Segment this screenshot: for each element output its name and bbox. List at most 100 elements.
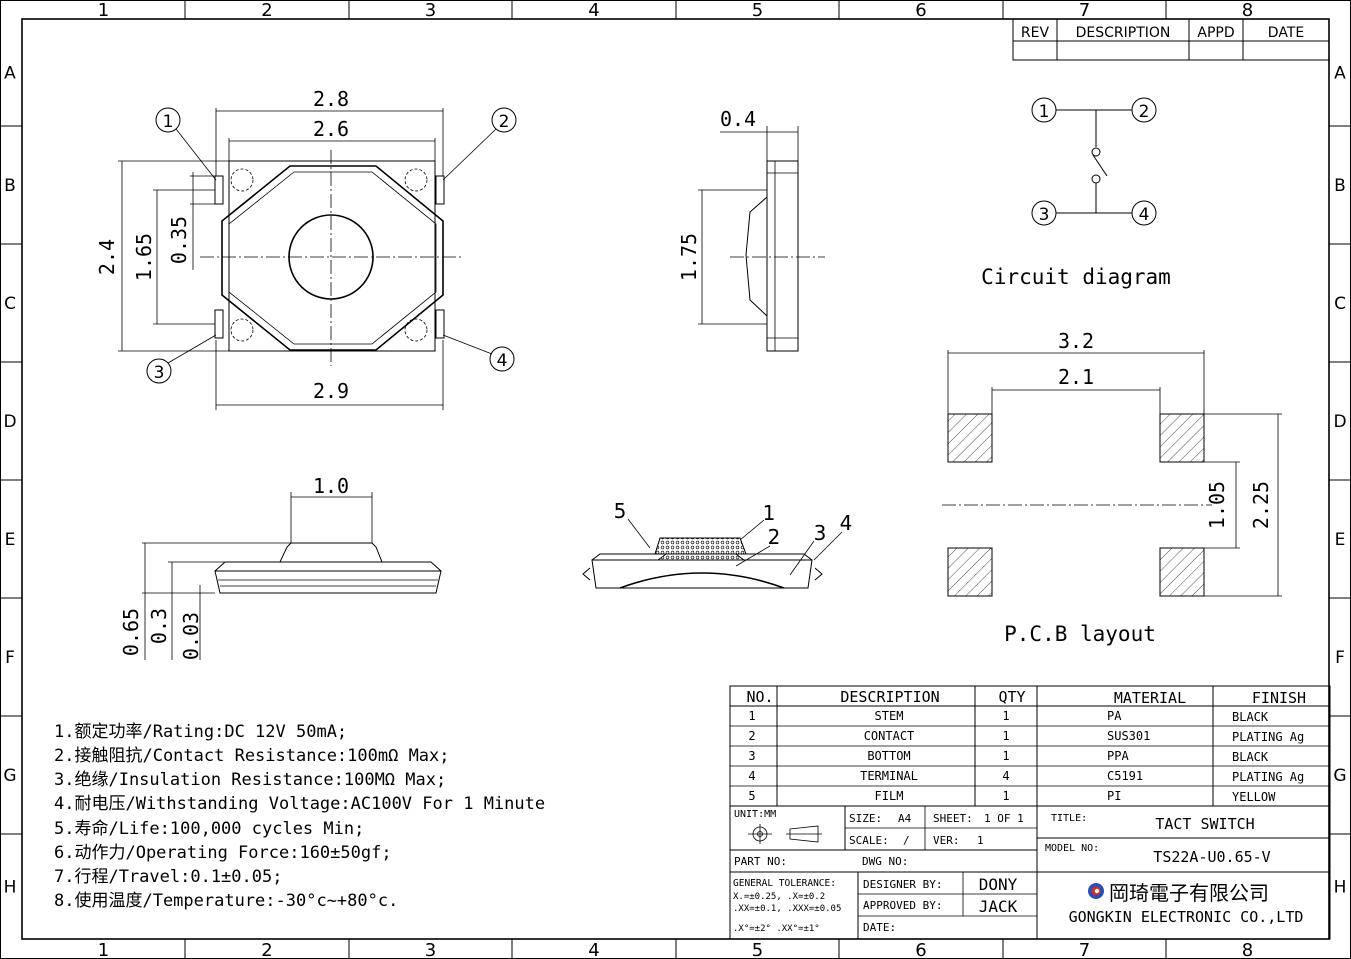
bom-cell-finish: BLACK <box>1232 750 1269 764</box>
bom-header-material: MATERIAL <box>1114 689 1186 707</box>
frame-column-label: 4 <box>588 940 599 959</box>
company-name-en: GONGKIN ELECTRONIC CO.,LTD <box>1069 908 1304 926</box>
specification-list: 1.额定功率/Rating:DC 12V 50mA; 2.接触阻抗/Contac… <box>54 722 545 911</box>
tolerance-line: X.=±0.25, .X=±0.2 <box>733 892 825 902</box>
frame-column-label: 1 <box>98 940 109 959</box>
pcb-layout: 3.2 2.1 1.05 2.25 P.C.B layout <box>942 329 1282 646</box>
bom-header-no: NO. <box>746 688 773 706</box>
circuit-pin-1: 1 <box>1039 102 1050 122</box>
frame-row-label: E <box>1335 530 1346 550</box>
bom-cell-description: FILM <box>875 789 904 803</box>
section-callout-1: 1 <box>763 501 776 525</box>
frame-row-label: G <box>1333 766 1346 786</box>
bom-cell-qty: 1 <box>1002 789 1009 803</box>
frame-column-label: 8 <box>1242 0 1253 21</box>
spec-line: 7.行程/Travel:0.1±0.05; <box>54 867 282 887</box>
bom-cell-material: PPA <box>1107 749 1129 763</box>
approver-value: JACK <box>979 897 1018 916</box>
frame-row-label: G <box>3 766 16 786</box>
frame-column-label: 3 <box>425 0 436 21</box>
bom-cell-no: 1 <box>748 709 755 723</box>
size-label: SIZE: <box>849 812 882 825</box>
tolerance-line: .XX=±0.1, .XXX=±0.05 <box>733 904 841 914</box>
spec-line: 5.寿命/Life:100,000 cycles Min; <box>54 819 364 839</box>
rev-appd-header: APPD <box>1197 25 1234 41</box>
frame-row-label: B <box>4 176 16 196</box>
bom-header-finish: FINISH <box>1252 689 1306 707</box>
frame-column-label: 5 <box>752 940 763 959</box>
tolerance-line: .X°=±2° .XX°=±1° <box>733 924 820 934</box>
dim-pin-width: 0.35 <box>167 216 191 264</box>
unit-label: UNIT:MM <box>734 809 776 820</box>
bom-cell-finish: BLACK <box>1232 710 1269 724</box>
bom-cell-description: TERMINAL <box>860 769 918 783</box>
frame-row-label: A <box>1334 64 1346 84</box>
pin-callout-3: 3 <box>154 363 165 383</box>
frame-row-label: A <box>4 64 16 84</box>
company-logo <box>1088 883 1104 899</box>
sheet-label: SHEET: <box>933 812 973 825</box>
spec-line: 6.动作力/Operating Force:160±50gf; <box>54 843 392 863</box>
pcb-pad <box>1159 547 1205 597</box>
dim-pcb-outer: 3.2 <box>1058 329 1094 353</box>
frame-column-label: 5 <box>752 0 763 21</box>
section-callout-2: 2 <box>768 525 781 549</box>
bom-cell-finish: YELLOW <box>1232 790 1276 804</box>
rev-date-header: DATE <box>1268 25 1304 41</box>
revision-table: REV DESCRIPTION APPD DATE <box>1012 18 1330 61</box>
frame-column-label: 7 <box>1079 940 1090 959</box>
bom-cell-no: 4 <box>748 769 755 783</box>
bom-cell-material: C5191 <box>1107 769 1143 783</box>
rev-header: REV <box>1021 25 1050 41</box>
frame-row-label: E <box>5 530 16 550</box>
dim-pcb-pitch-inner: 1.05 <box>1205 481 1229 529</box>
bom-cell-qty: 1 <box>1002 729 1009 743</box>
title-block: UNIT:MM SIZE: A4 SHEET: 1 OF 1 SCALE: / … <box>729 805 1331 940</box>
tolerance-title: GENERAL TOLERANCE: <box>733 878 836 889</box>
pin-callout-4: 4 <box>497 351 508 371</box>
section-callout-4: 4 <box>840 511 853 535</box>
pcb-pad <box>1159 413 1205 463</box>
bom-cell-description: CONTACT <box>864 729 915 743</box>
frame-column-label: 3 <box>425 940 436 959</box>
frame-row-label: B <box>1334 176 1346 196</box>
frame-row-label: H <box>1334 878 1347 898</box>
bom-cell-qty: 4 <box>1002 769 1009 783</box>
dim-pin-pitch: 1.65 <box>132 233 156 281</box>
circuit-diagram: 1 2 3 4 Circuit diagram <box>981 97 1171 289</box>
frame-row-label: F <box>5 648 15 668</box>
bom-header-qty: QTY <box>998 688 1025 706</box>
frame-column-label: 8 <box>1242 940 1253 959</box>
section-view: 5 1 2 3 4 <box>582 499 853 589</box>
part-no-label: PART NO: <box>734 855 787 868</box>
model-label: MODEL NO: <box>1045 843 1099 854</box>
spec-line: 3.绝缘/Insulation Resistance:100MΩ Max; <box>54 770 446 790</box>
circuit-pin-3: 3 <box>1039 205 1050 225</box>
frame-column-label: 4 <box>588 0 599 21</box>
spec-line: 2.接触阻抗/Contact Resistance:100mΩ Max; <box>54 746 450 766</box>
dim-width-inner: 2.6 <box>313 117 349 141</box>
drawing-title: TACT SWITCH <box>1155 815 1254 833</box>
front-view: 1.0 0.65 0.3 0.03 <box>119 474 442 660</box>
scale-label: SCALE: <box>849 834 889 847</box>
sheet-value: 1 OF 1 <box>984 812 1024 825</box>
frame-row-label: C <box>1334 294 1346 314</box>
bom-cell-finish: PLATING Ag <box>1232 730 1304 744</box>
ver-label: VER: <box>933 834 960 847</box>
bom-cell-description: STEM <box>875 709 904 723</box>
spec-line: 1.额定功率/Rating:DC 12V 50mA; <box>54 722 347 742</box>
frame-row-label: H <box>4 878 17 898</box>
dwg-no-label: DWG NO: <box>862 855 908 868</box>
rev-description-header: DESCRIPTION <box>1076 25 1171 41</box>
dim-pcb-pitch-outer: 2.25 <box>1249 481 1273 529</box>
bom-cell-no: 5 <box>748 789 755 803</box>
bom-cell-no: 2 <box>748 729 755 743</box>
circuit-diagram-label: Circuit diagram <box>981 265 1171 289</box>
frame-row-label: D <box>3 412 16 432</box>
pcb-layout-label: P.C.B layout <box>1004 622 1156 646</box>
dim-base-height: 0.3 <box>147 608 171 644</box>
frame-column-label: 6 <box>915 940 926 959</box>
